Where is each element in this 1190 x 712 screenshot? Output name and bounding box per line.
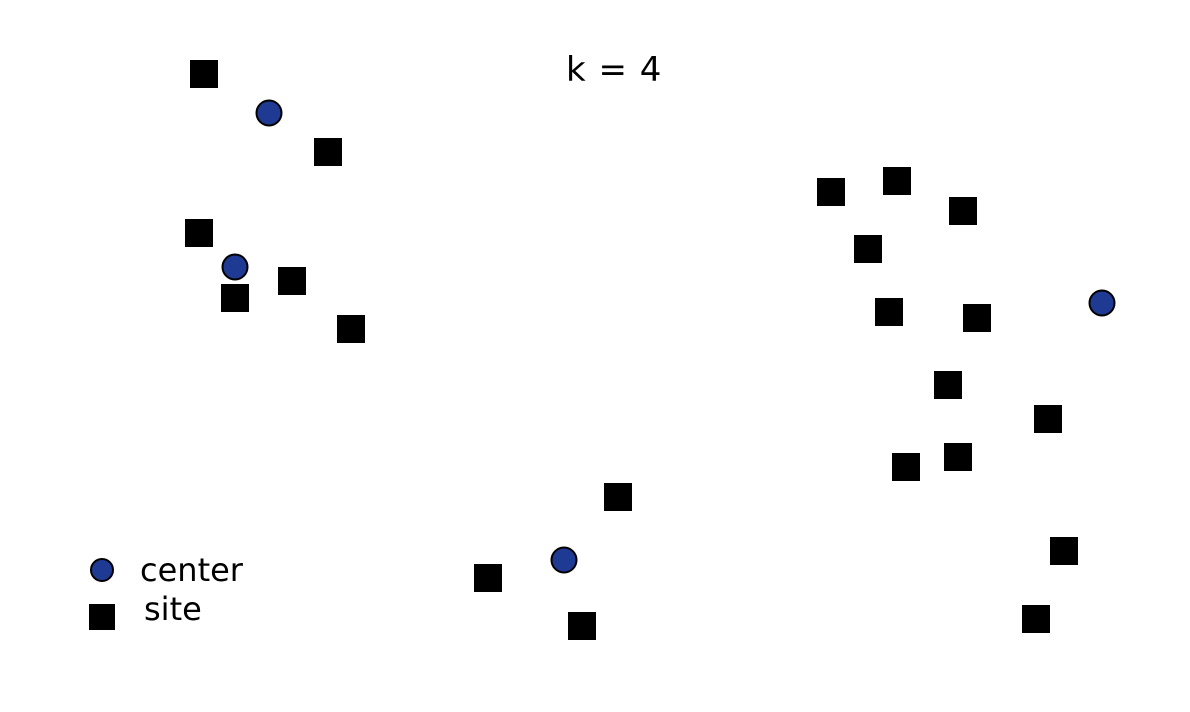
legend-site-row: site — [86, 593, 202, 630]
site-marker-17 — [604, 483, 632, 511]
site-marker-11 — [875, 298, 903, 326]
site-marker-6 — [337, 315, 365, 343]
site-marker-15 — [944, 443, 972, 471]
site-marker-2 — [314, 138, 342, 166]
site-marker-16 — [892, 453, 920, 481]
site-marker-13 — [934, 371, 962, 399]
center-marker-4 — [550, 546, 578, 574]
site-marker-20 — [1050, 537, 1078, 565]
site-marker-8 — [883, 167, 911, 195]
center-marker-1 — [255, 99, 283, 127]
site-marker-18 — [474, 564, 502, 592]
site-marker-1 — [190, 60, 218, 88]
site-marker-14 — [1034, 405, 1062, 433]
diagram-title: k = 4 — [566, 50, 663, 90]
site-marker-icon — [89, 604, 115, 630]
center-marker-2 — [221, 253, 249, 281]
site-marker-21 — [1022, 605, 1050, 633]
site-marker-5 — [221, 284, 249, 312]
site-marker-19 — [568, 612, 596, 640]
center-marker-3 — [1088, 289, 1116, 317]
site-marker-7 — [817, 178, 845, 206]
legend-site-label: site — [144, 590, 202, 628]
legend: center site — [86, 552, 306, 652]
legend-center-row: center — [86, 554, 243, 586]
site-marker-4 — [278, 267, 306, 295]
site-marker-10 — [854, 235, 882, 263]
site-marker-3 — [185, 219, 213, 247]
center-marker-icon — [90, 558, 114, 582]
site-marker-12 — [963, 304, 991, 332]
site-marker-9 — [949, 197, 977, 225]
legend-center-label: center — [140, 551, 243, 589]
